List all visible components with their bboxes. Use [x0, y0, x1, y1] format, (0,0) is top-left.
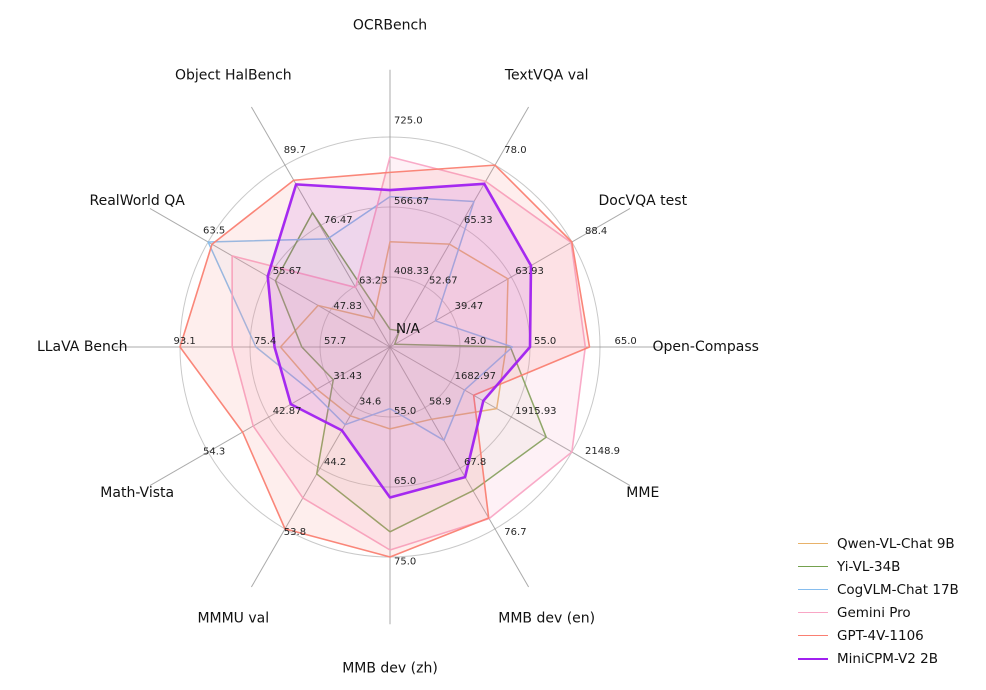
series-polygon-qwen-vl-chat-9b	[279, 241, 509, 430]
legend-line-swatch	[798, 657, 828, 660]
axis-label-textvqa-val: TextVQA val	[504, 68, 589, 84]
tick-label: 75.0	[394, 557, 416, 568]
legend-item: GPT-4V-1106	[798, 624, 959, 647]
legend-item: CogVLM-Chat 17B	[798, 578, 959, 601]
legend-item: Gemini Pro	[798, 601, 959, 624]
grid-layer	[112, 69, 668, 625]
axis-spoke	[250, 106, 391, 348]
tick-label: 65.0	[394, 476, 416, 487]
legend-item: Qwen-VL-Chat 9B	[798, 532, 959, 555]
tick-label: 63.5	[203, 226, 225, 237]
legend-item: Yi-VL-34B	[798, 555, 959, 578]
legend-label: MiniCPM-V2 2B	[837, 650, 938, 667]
legend-item: MiniCPM-V2 2B	[798, 647, 959, 670]
tick-label: 408.33	[394, 266, 429, 277]
tick-label: 63.93	[515, 266, 544, 277]
legend-label: Yi-VL-34B	[837, 558, 901, 575]
tick-label: 566.67	[394, 196, 429, 207]
legend-label: Qwen-VL-Chat 9B	[837, 535, 955, 552]
axis-spoke	[389, 106, 530, 348]
tick-label: 52.67	[429, 275, 458, 286]
chart-legend: Qwen-VL-Chat 9B Yi-VL-34B CogVLM-Chat 17B G…	[798, 532, 959, 670]
tick-label: 39.47	[455, 301, 484, 312]
tick-label: 93.1	[174, 336, 196, 347]
tick-label: 75.4	[254, 336, 276, 347]
tick-label: 58.9	[429, 397, 451, 408]
axis-label-docvqa-test: DocVQA test	[599, 193, 688, 209]
legend-label: GPT-4V-1106	[837, 627, 924, 644]
series-layer	[179, 156, 591, 558]
tick-label: 76.47	[324, 215, 353, 226]
series-polygon-yi-vl-34b	[274, 212, 547, 533]
legend-label: CogVLM-Chat 17B	[837, 581, 959, 598]
axis-label-mmb-dev-en-: MMB dev (en)	[498, 610, 595, 626]
tick-label: 47.83	[333, 301, 362, 312]
tick-label: 45.0	[464, 336, 486, 347]
tick-label: 63.23	[359, 275, 388, 286]
tick-label: 42.87	[273, 406, 302, 417]
tick-label: 78.0	[504, 145, 526, 156]
axis-label-realworld-qa: RealWorld QA	[90, 193, 186, 209]
axis-label-mme: MME	[626, 485, 659, 501]
axis-spoke	[149, 207, 391, 348]
series-polygon-minicpm-v2-2b	[266, 182, 533, 499]
axis-label-mmmu-val: MMMU val	[197, 610, 269, 626]
legend-line-swatch	[798, 612, 828, 613]
axis-spoke	[250, 346, 391, 588]
tick-label: 44.2	[324, 457, 346, 468]
axis-spoke	[149, 346, 391, 487]
tick-label: 2148.9	[585, 446, 620, 457]
axis-label-open-compass: Open-Compass	[653, 339, 759, 355]
tick-label: 1682.97	[455, 371, 496, 382]
series-polygon-gpt-4v-1106	[179, 164, 591, 558]
axis-label-math-vista: Math-Vista	[100, 485, 174, 501]
tick-label: 1915.93	[515, 406, 556, 417]
axis-spoke	[389, 346, 530, 588]
tick-label: 55.0	[394, 406, 416, 417]
legend-label: Gemini Pro	[837, 604, 911, 621]
legend-line-swatch	[798, 589, 828, 590]
tick-label: 88.4	[585, 226, 607, 237]
tick-label: 57.7	[324, 336, 346, 347]
series-polygon-gemini-pro	[231, 156, 587, 551]
series-polygon-cogvlm-chat-17b	[207, 195, 514, 442]
tick-label: 89.7	[284, 145, 306, 156]
axis-label-mmb-dev-zh-: MMB dev (zh)	[342, 660, 438, 676]
axis-spoke	[389, 207, 631, 348]
tick-label: 55.0	[534, 336, 556, 347]
legend-line-swatch	[798, 635, 828, 636]
axis-label-object-halbench: Object HalBench	[175, 68, 292, 84]
tick-label: 65.0	[615, 336, 637, 347]
tick-label: 34.6	[359, 397, 381, 408]
legend-line-swatch	[798, 543, 828, 544]
tick-label: 53.8	[284, 527, 306, 538]
tick-label: 67.8	[464, 457, 486, 468]
tick-label: 65.33	[464, 215, 493, 226]
center-label: N/A	[396, 321, 421, 337]
axis-label-ocrbench: OCRBench	[353, 18, 427, 34]
legend-line-swatch	[798, 566, 828, 567]
axis-label-llava-bench: LLaVA Bench	[37, 339, 128, 355]
tick-label: 54.3	[203, 446, 225, 457]
tick-label: 55.67	[273, 266, 302, 277]
tick-label: 76.7	[504, 527, 526, 538]
axis-spoke	[389, 346, 631, 487]
label-layer: 408.33 566.67 725.0 52.67 65.33 78.0 39.47 63.9…	[37, 18, 759, 677]
tick-label: 31.43	[333, 371, 362, 382]
tick-label: 725.0	[394, 116, 423, 127]
